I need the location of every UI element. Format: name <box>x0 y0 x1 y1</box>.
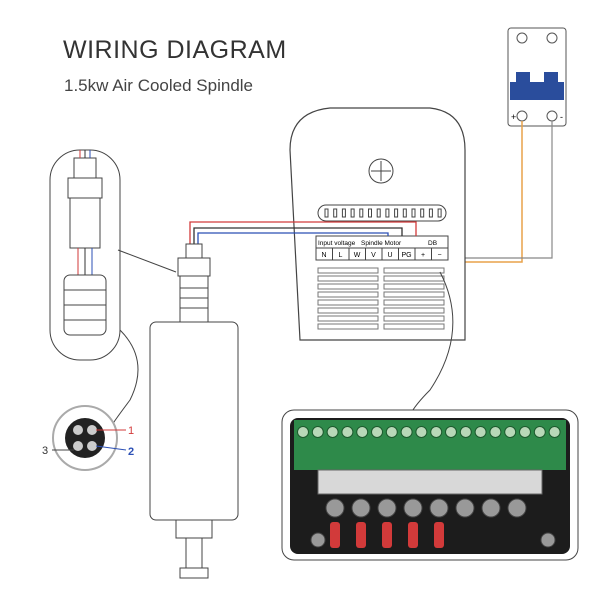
terminal-post <box>351 498 371 518</box>
terminal-label: V <box>371 252 376 259</box>
terminal-post <box>507 498 527 518</box>
terminal-post <box>455 498 475 518</box>
pcb-screw <box>385 426 398 438</box>
label-db: DB <box>428 240 437 247</box>
pcb-screw <box>548 426 561 438</box>
terminal-post <box>429 498 449 518</box>
slot <box>428 208 433 218</box>
vent-slot <box>383 323 445 330</box>
vfd-terminal-slots <box>324 208 442 218</box>
mount-screw <box>540 532 556 548</box>
terminal-label: L <box>339 252 343 259</box>
slot <box>359 208 364 218</box>
slot <box>341 208 346 218</box>
pcb-screw <box>326 426 339 438</box>
terminal-label: − <box>437 252 441 259</box>
vent-slot <box>317 315 379 322</box>
terminal-label: N <box>321 252 326 259</box>
terminal-label: + <box>421 252 425 259</box>
wire-lug <box>382 522 392 548</box>
terminal-post <box>325 498 345 518</box>
slot <box>402 208 407 218</box>
wire-lug <box>330 522 340 548</box>
pcb-screw <box>459 426 472 438</box>
circuit-breaker: + - <box>507 27 567 127</box>
pcb-screw <box>400 426 413 438</box>
wire-lug <box>408 522 418 548</box>
pcb-screw <box>489 426 502 438</box>
pcb-screw <box>474 426 487 438</box>
slot <box>368 208 372 218</box>
pcb-screw <box>519 426 531 438</box>
vent-slot <box>317 275 379 282</box>
power-terminal-posts <box>310 498 556 548</box>
pcb-screw <box>297 426 309 438</box>
pcb-screw <box>356 426 369 438</box>
vent-slot <box>383 299 445 306</box>
label-input-voltage: Input voltage <box>318 240 356 247</box>
page-subtitle: 1.5kw Air Cooled Spindle <box>64 76 254 95</box>
vent-slot <box>383 267 445 274</box>
slot <box>411 208 416 218</box>
spindle-motor <box>149 243 239 579</box>
pin-1-label: 1 <box>128 425 134 437</box>
pin-2-label: 2 <box>128 446 134 458</box>
breaker-plus-label: + <box>511 112 516 122</box>
connector-detail-callout <box>49 149 177 426</box>
vent-slot <box>317 291 379 298</box>
pcb-screws <box>297 426 561 438</box>
pcb-screw <box>504 426 517 438</box>
vent-slot <box>383 275 445 282</box>
pcb-screw <box>311 426 324 438</box>
wire-lug <box>434 522 444 548</box>
blue-wire <box>197 232 389 245</box>
callout-pointer <box>409 271 454 416</box>
label-spindle-motor: Spindle Motor <box>361 240 402 247</box>
terminal-label: PG <box>401 252 411 259</box>
terminal-label: U <box>387 252 392 259</box>
slot <box>324 208 329 218</box>
pcb-screw <box>430 426 443 438</box>
pin-3-label: 3 <box>42 445 48 457</box>
vfd-vents <box>317 267 445 330</box>
pcb-screw <box>371 426 383 438</box>
vent-slot <box>383 315 445 322</box>
slot <box>376 208 381 218</box>
terminal-post <box>403 498 423 518</box>
mount-screw <box>310 532 326 548</box>
slot <box>333 208 338 218</box>
pcb-screw <box>533 426 546 438</box>
vent-slot <box>383 307 445 314</box>
vfd-inverter: Input voltage Spindle Motor DB N L W V U PG + − <box>289 107 466 341</box>
slot <box>350 208 355 218</box>
slot <box>394 208 399 218</box>
vfd-terminals: N L W V U PG + − <box>321 248 442 260</box>
slot <box>437 208 442 218</box>
terminal-label: W <box>354 252 361 259</box>
page-title: WIRING DIAGRAM <box>63 36 287 64</box>
slot <box>385 208 390 218</box>
terminal-post <box>481 498 501 518</box>
vent-slot <box>383 283 445 290</box>
vent-slot <box>317 283 379 290</box>
pcb-screw <box>341 426 354 438</box>
slot <box>420 208 425 218</box>
pcb-screw <box>415 426 428 438</box>
vent-slot <box>317 267 379 274</box>
pcb-screw <box>445 426 457 438</box>
connector-pinout: 1 2 3 <box>42 405 134 471</box>
wire-lug <box>356 522 366 548</box>
vent-slot <box>383 291 445 298</box>
black-wire <box>193 227 403 245</box>
vent-slot <box>317 307 379 314</box>
red-wire <box>189 221 417 245</box>
vent-slot <box>317 299 379 306</box>
terminal-block-photo <box>281 409 579 561</box>
breaker-minus-label: - <box>560 112 563 122</box>
vent-slot <box>317 323 379 330</box>
terminal-post <box>377 498 397 518</box>
